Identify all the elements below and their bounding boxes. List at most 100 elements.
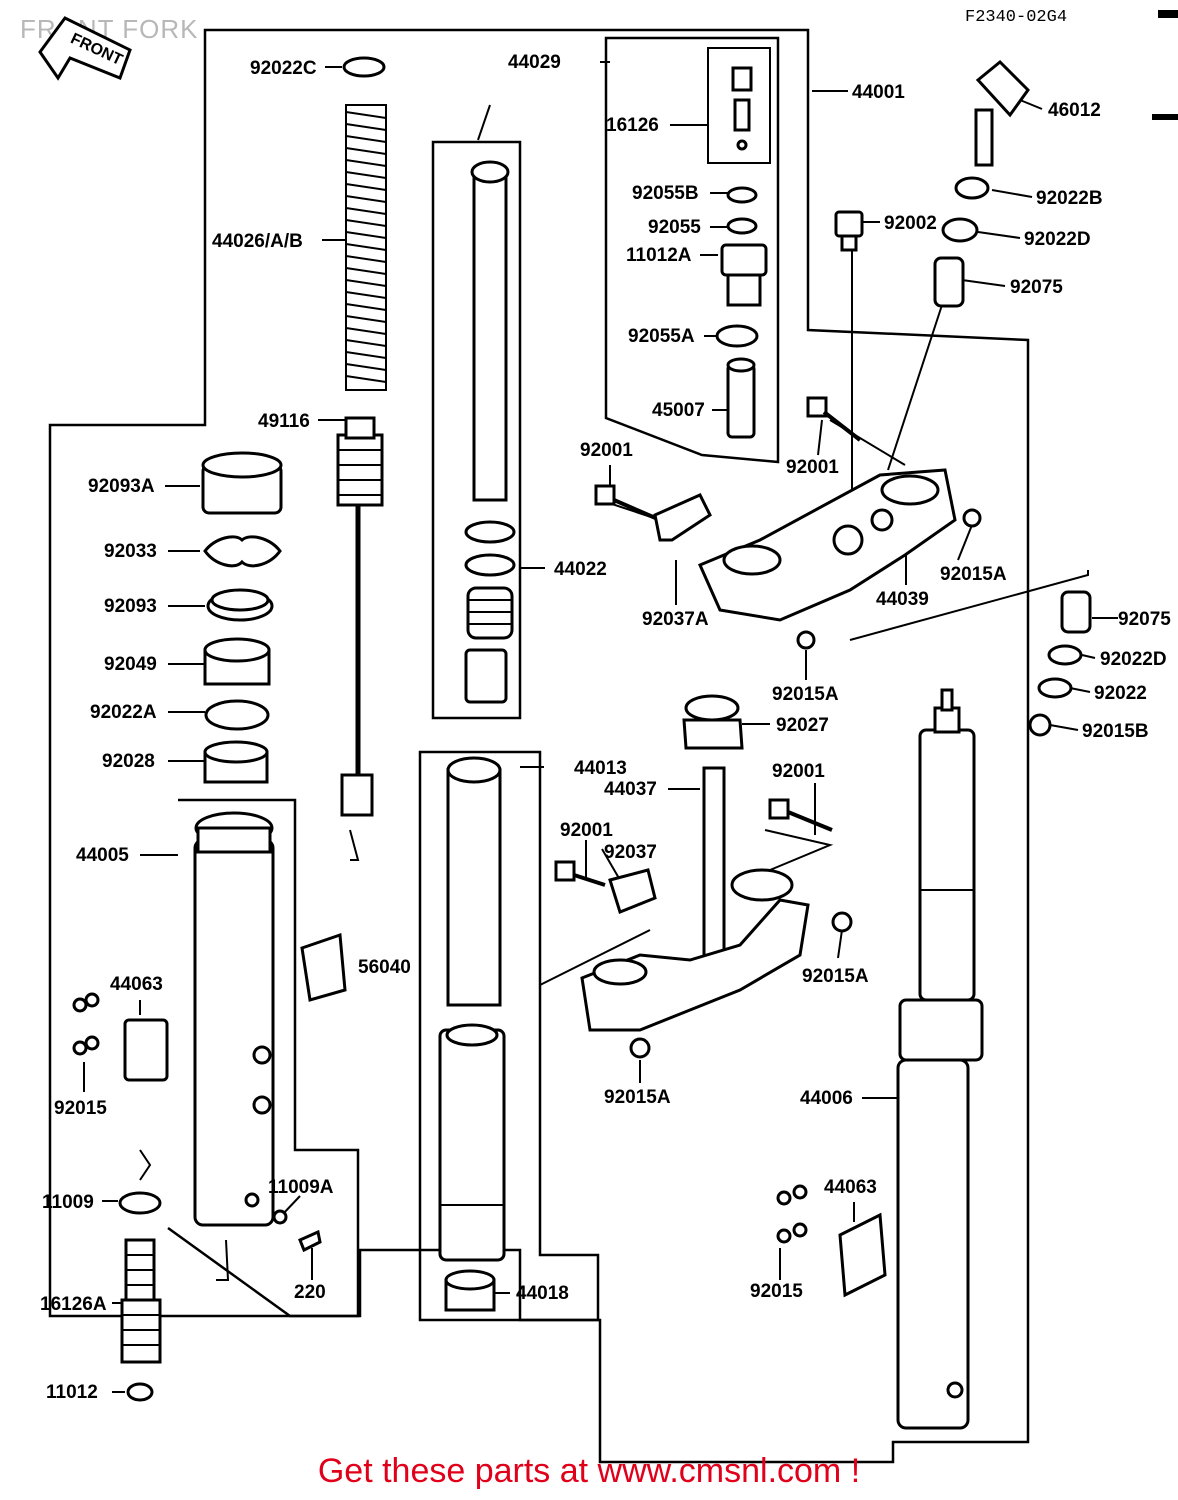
callout-92001-d: 92001 (560, 820, 613, 841)
callout-92002: 92002 (884, 213, 937, 234)
callout-92055B: 92055B (632, 183, 699, 204)
callout-44022: 44022 (554, 559, 607, 580)
callout-92075-top: 92075 (1010, 277, 1063, 298)
callout-92022A: 92022A (90, 702, 157, 723)
callout-92049: 92049 (104, 654, 157, 675)
oil-seal-92093A (201, 451, 283, 515)
o-ring-92055 (726, 217, 758, 235)
washer-92022A (204, 699, 270, 731)
bolt-92001-d (554, 860, 606, 887)
callout-92015B: 92015B (1082, 721, 1149, 742)
bolt-92001-b (806, 396, 862, 442)
valve-16126A (120, 1238, 162, 1364)
callout-92022D-right: 92022D (1100, 649, 1167, 670)
washer-92022 (1037, 677, 1073, 699)
nut-92015A-c (831, 911, 853, 933)
nut-92015A-b (796, 630, 816, 650)
bushing-92028 (203, 740, 269, 784)
collar-45007 (726, 357, 756, 439)
callout-92015A-a: 92015A (940, 564, 1007, 585)
callout-11009: 11009 (42, 1192, 94, 1213)
callout-92055: 92055 (648, 217, 701, 238)
o-ring-11009 (118, 1191, 162, 1215)
callout-labels: 92022C 44026/A/B 49116 92093A 92033 9209… (40, 52, 1171, 1403)
callout-92015-right: 92015 (750, 1281, 803, 1302)
rebound-spring (466, 586, 514, 640)
callout-44037: 44037 (604, 779, 657, 800)
footer-link-text[interactable]: Get these parts at www.cmsnl.com ! (317, 1452, 861, 1490)
clamp-44063-right (776, 1184, 887, 1298)
upper-bracket-44039 (698, 468, 957, 622)
o-ring-92055A (715, 324, 759, 348)
callout-44005: 44005 (76, 845, 129, 866)
fork-leg-44006 (896, 688, 984, 1430)
callout-11012A: 11012A (626, 245, 692, 266)
fork-spring-44026 (345, 104, 387, 391)
edge-mark (1158, 10, 1178, 18)
callout-44001: 44001 (852, 82, 905, 103)
callout-44063-right: 44063 (824, 1177, 877, 1198)
callout-16126: 16126 (606, 115, 659, 136)
oil-lock-piece (464, 648, 508, 704)
callout-92033: 92033 (104, 541, 157, 562)
piston-ring-1 (464, 520, 516, 544)
bolt-92001-c (768, 798, 833, 832)
callout-44039: 44039 (876, 589, 929, 610)
cap-group-outline (604, 36, 780, 464)
gasket-92033 (203, 535, 282, 568)
callout-92037A: 92037A (642, 609, 709, 630)
callout-92015A-d: 92015A (604, 1087, 671, 1108)
bushing-92049 (203, 637, 271, 686)
o-ring-92055B (726, 186, 758, 204)
callout-44029: 44029 (508, 52, 561, 73)
o-ring-11009A (272, 1209, 288, 1225)
callout-92037: 92037 (604, 842, 657, 863)
washer-92022D-top (941, 217, 979, 243)
outer-tube-44005 (193, 811, 275, 1227)
clamp-92037A (653, 493, 712, 542)
nut-92015B (1028, 713, 1052, 737)
callout-92015-left: 92015 (54, 1098, 107, 1119)
callout-92015A-b: 92015A (772, 684, 839, 705)
callout-92015A-c: 92015A (802, 966, 869, 987)
cap-92075-top (933, 256, 965, 308)
damper-rod-49116 (336, 416, 384, 817)
callout-16126A: 16126A (40, 1294, 107, 1315)
callout-44006: 44006 (800, 1088, 853, 1109)
steering-stem-44037 (580, 766, 810, 1032)
bolt-92001-a (594, 484, 661, 522)
bolt-220 (298, 1229, 322, 1253)
clamp-92037 (608, 868, 657, 914)
outer-tube-group-outline (167, 798, 360, 1318)
callout-92027: 92027 (776, 715, 829, 736)
assembly-outline (48, 28, 1030, 1464)
bolt-92002 (834, 210, 864, 252)
cap-valve-16126 (707, 47, 771, 164)
callout-46012: 46012 (1048, 100, 1101, 121)
callout-44018: 44018 (516, 1283, 569, 1304)
callout-92075-right: 92075 (1118, 609, 1171, 630)
cap-92075-right (1060, 590, 1092, 634)
callout-92093: 92093 (104, 596, 157, 617)
slider-group-outline (418, 750, 600, 1322)
callout-44026: 44026/A/B (212, 231, 303, 252)
callout-92022B: 92022B (1036, 188, 1103, 209)
callout-92001-b: 92001 (786, 457, 839, 478)
callout-56040: 56040 (358, 957, 411, 978)
washer-92022D-right (1047, 644, 1083, 666)
callout-92055A: 92055A (628, 326, 695, 347)
callout-45007: 45007 (652, 400, 705, 421)
callout-44063-left: 44063 (110, 974, 163, 995)
nut-92015A-d (629, 1037, 651, 1059)
callout-92028: 92028 (102, 751, 155, 772)
inner-tube-44022 (470, 160, 510, 502)
callout-11012: 11012 (46, 1382, 98, 1403)
washer-11012 (126, 1382, 154, 1402)
nut-92015A-a (962, 508, 982, 528)
piston-ring-2 (464, 553, 516, 577)
callout-92001-c: 92001 (772, 761, 825, 782)
washer-92022C (342, 56, 386, 78)
drawing-code: F2340-02G4 (965, 8, 1068, 27)
cap-92027 (682, 694, 744, 750)
